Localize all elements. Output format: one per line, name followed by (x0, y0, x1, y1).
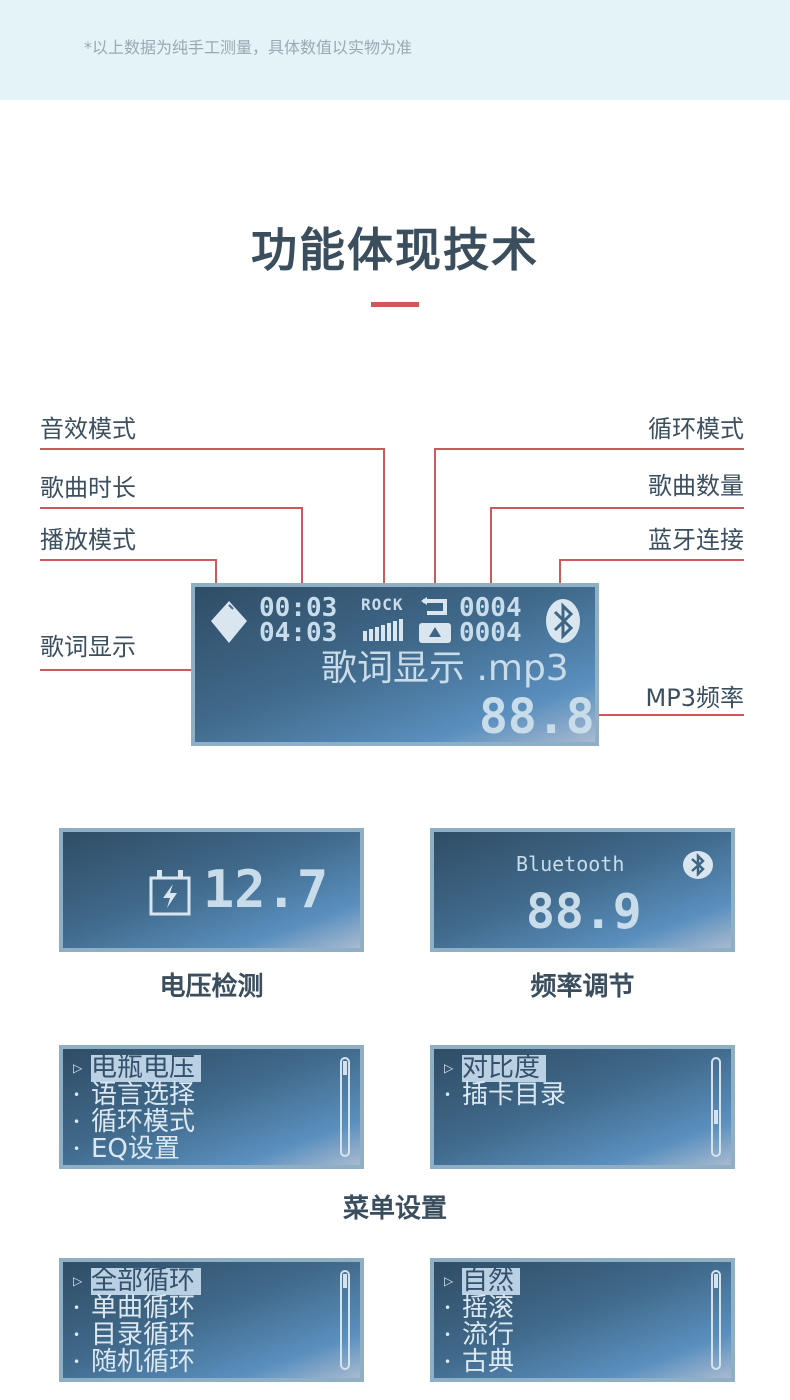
line-play-mode (40, 559, 217, 596)
bullet-icon: • (73, 1088, 81, 1102)
bluetooth-icon (683, 851, 713, 879)
voltage-lcd: 12.7 (59, 828, 364, 952)
menu-lcd-contrast: ▷ 对比度 • 插卡目录 (430, 1045, 735, 1169)
voltage-label: 电压检测 (159, 972, 264, 1002)
callout-loop-mode: 循环模式 (648, 415, 744, 443)
menu-item-label: 电瓶电压 (91, 1055, 202, 1082)
menu-item-label: 古典 (462, 1347, 515, 1377)
voltage-value: 12.7 (203, 860, 329, 920)
scrollbar[interactable] (340, 1270, 350, 1370)
pointer-triangle-icon: ▷ (73, 1274, 83, 1288)
menu-item-label: 插卡目录 (462, 1080, 567, 1110)
callout-eq-mode: 音效模式 (40, 415, 136, 443)
callout-play-mode: 播放模式 (40, 526, 136, 554)
lcd-track-current: 0004 (459, 593, 522, 623)
menu-item-label: 流行 (462, 1320, 515, 1350)
scrollbar[interactable] (711, 1270, 721, 1370)
freq-value: 88.9 (526, 884, 642, 940)
play-mode-diamond-icon (211, 601, 247, 643)
lcd-time-elapsed: 00:03 (259, 593, 338, 623)
pointer-triangle-icon: ▷ (444, 1061, 454, 1075)
scroll-thumb[interactable] (343, 1061, 347, 1075)
menu-item[interactable]: • 古典 (444, 1349, 514, 1376)
line-eq-mode (40, 448, 385, 596)
bullet-icon: • (73, 1301, 81, 1315)
pointer-triangle-icon: ▷ (444, 1274, 454, 1288)
freq-label: 频率调节 (530, 972, 635, 1002)
menu-item-label: 全部循环 (91, 1268, 202, 1295)
callout-bluetooth: 蓝牙连接 (648, 526, 744, 554)
top-band (0, 0, 790, 100)
disclaimer-note: *以上数据为纯手工测量，具体数值以实物为准 (84, 38, 413, 57)
menu-item[interactable]: • 语言选择 (73, 1082, 195, 1109)
scroll-thumb[interactable] (714, 1274, 718, 1288)
menu-item[interactable]: • 单曲循环 (73, 1295, 195, 1322)
scrollbar[interactable] (340, 1057, 350, 1157)
lcd-lyrics: 歌词显示 .mp3 (321, 648, 569, 689)
title-underline (371, 302, 419, 307)
menu-item[interactable]: ▷ 电瓶电压 (73, 1055, 202, 1082)
menu-item-label: 随机循环 (91, 1347, 196, 1377)
loop-icon (421, 597, 447, 615)
bluetooth-icon (546, 599, 580, 643)
lcd-track-total: 0004 (459, 618, 522, 648)
section-title: 功能体现技术 (251, 223, 539, 277)
menu-item[interactable]: • 流行 (444, 1322, 514, 1349)
bullet-icon: • (73, 1328, 81, 1342)
menu-item[interactable]: ▷ 自然 (444, 1268, 521, 1295)
callout-frequency: MP3频率 (645, 684, 744, 712)
bullet-icon: • (73, 1115, 81, 1129)
menu-item-label: 目录循环 (91, 1320, 196, 1350)
bullet-icon: • (73, 1142, 81, 1156)
menu-label: 菜单设置 (342, 1194, 447, 1224)
menu-item[interactable]: • 摇滚 (444, 1295, 514, 1322)
menu-item[interactable]: ▷ 全部循环 (73, 1268, 202, 1295)
menu-item-label: 自然 (462, 1268, 521, 1295)
main-lcd-display: 00:03 04:03 ROCK 0004 0004 歌词显示 .mp3 88.… (191, 583, 599, 746)
menu-item[interactable]: • 随机循环 (73, 1349, 195, 1376)
bt-text: Bluetooth (516, 852, 625, 876)
battery-icon (149, 870, 191, 916)
menu-item-label: 对比度 (462, 1055, 547, 1082)
scroll-thumb[interactable] (714, 1110, 718, 1124)
lcd-time-total: 04:03 (259, 618, 338, 648)
bullet-icon: • (444, 1355, 452, 1369)
menu-item-label: 摇滚 (462, 1293, 515, 1323)
scrollbar[interactable] (711, 1057, 721, 1157)
lcd-frequency: 88.8 (479, 689, 595, 745)
callout-song-count: 歌曲数量 (648, 472, 744, 500)
scroll-thumb[interactable] (343, 1274, 347, 1288)
pointer-triangle-icon: ▷ (73, 1061, 83, 1075)
menu-item[interactable]: ▷ 对比度 (444, 1055, 547, 1082)
menu-item[interactable]: • 循环模式 (73, 1109, 195, 1136)
menu-lcd-eq: ▷ 自然 • 摇滚 • 流行 • 古典 (430, 1258, 735, 1382)
bullet-icon: • (444, 1088, 452, 1102)
frequency-lcd: Bluetooth 88.9 (430, 828, 735, 952)
lcd-eq-text: ROCK (361, 595, 404, 614)
menu-lcd-loop: ▷ 全部循环 • 单曲循环 • 目录循环 • 随机循环 (59, 1258, 364, 1382)
bullet-icon: • (73, 1355, 81, 1369)
menu-item[interactable]: • EQ设置 (73, 1136, 180, 1163)
callout-song-duration: 歌曲时长 (40, 474, 136, 502)
menu-item-label: EQ设置 (91, 1134, 180, 1164)
menu-item-label: 循环模式 (91, 1107, 196, 1137)
bullet-icon: • (444, 1301, 452, 1315)
folder-icon (419, 623, 451, 643)
menu-item[interactable]: • 插卡目录 (444, 1082, 566, 1109)
callout-lyrics: 歌词显示 (40, 633, 136, 661)
menu-lcd-settings: ▷ 电瓶电压 • 语言选择 • 循环模式 • EQ设置 (59, 1045, 364, 1169)
menu-item[interactable]: • 目录循环 (73, 1322, 195, 1349)
menu-item-label: 语言选择 (91, 1080, 196, 1110)
bullet-icon: • (444, 1328, 452, 1342)
menu-item-label: 单曲循环 (91, 1293, 196, 1323)
equalizer-bars-icon (363, 619, 403, 641)
